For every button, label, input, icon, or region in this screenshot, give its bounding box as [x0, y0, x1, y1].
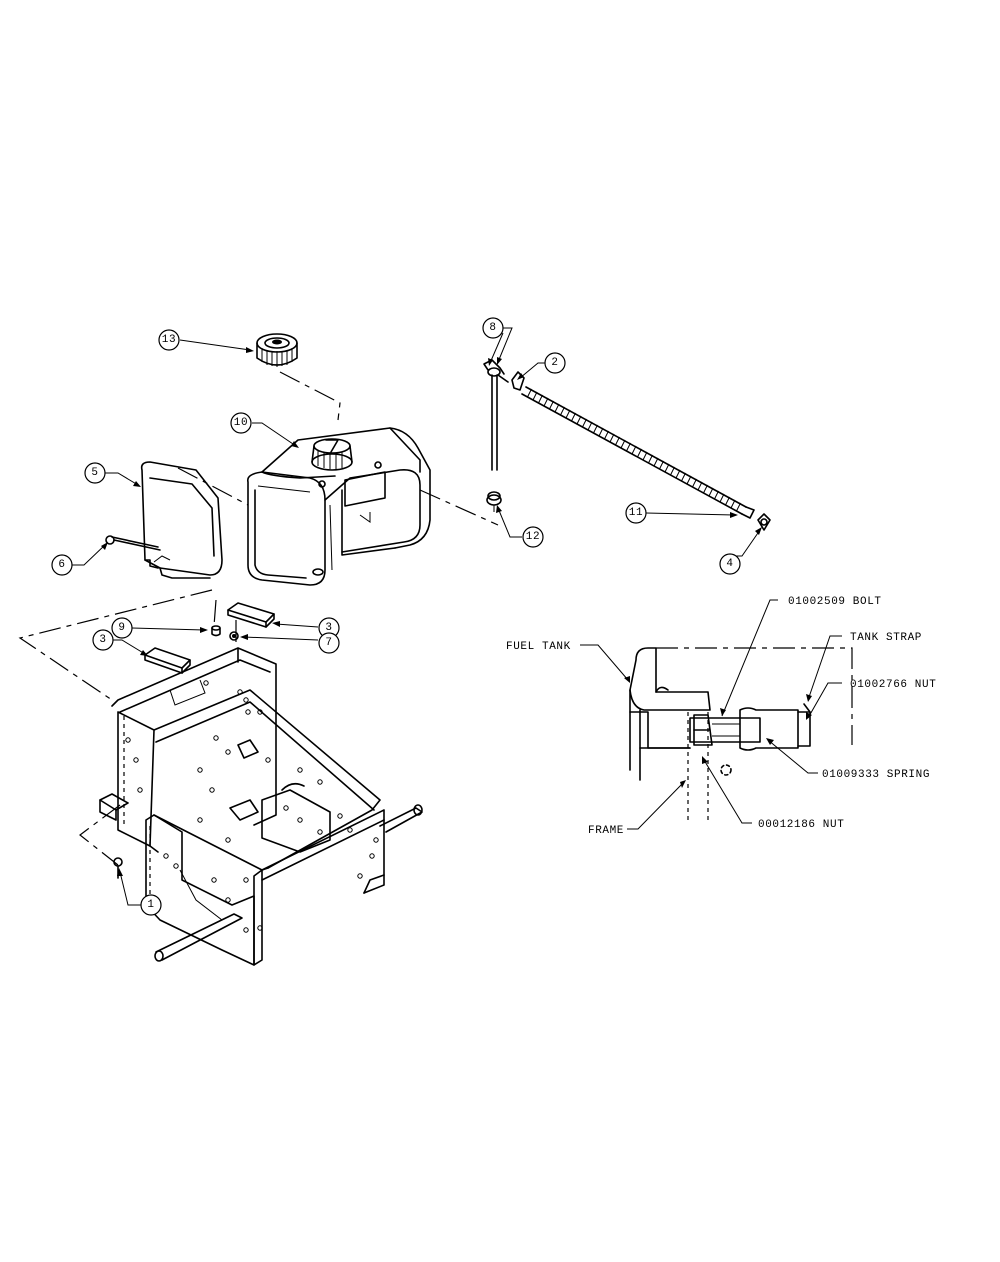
spring-label: 01009333 SPRING	[822, 769, 930, 781]
fuel-cap	[256, 333, 298, 367]
callout-leaders	[72, 327, 762, 906]
callout-8: 8	[482, 317, 504, 339]
svg-text:7: 7	[325, 637, 332, 649]
frame-hole	[197, 817, 203, 823]
frame-hole	[297, 817, 303, 823]
bolt-label: 01002509 BOLT	[788, 596, 882, 608]
frame-hole	[357, 873, 363, 879]
svg-text:12: 12	[526, 531, 540, 543]
svg-text:8: 8	[489, 322, 496, 334]
nut-small	[229, 631, 239, 641]
vent-elbow	[511, 371, 525, 391]
nut-top-label: 01002766 NUT	[850, 679, 936, 691]
frame-hole	[373, 837, 379, 843]
svg-text:4: 4	[726, 558, 733, 570]
svg-text:1: 1	[147, 899, 154, 911]
pad-top	[227, 602, 275, 628]
strap-bolt	[105, 535, 161, 551]
frame-hole	[369, 853, 375, 859]
frame-hole	[163, 853, 169, 859]
svg-text:13: 13	[162, 334, 176, 346]
vent-tube	[483, 359, 509, 471]
tank-strap-label: TANK STRAP	[850, 632, 922, 644]
svg-text:11: 11	[629, 507, 643, 519]
frame-hole	[243, 927, 249, 933]
frame-hole	[243, 697, 249, 703]
spacer	[211, 625, 221, 637]
frame-hole	[237, 689, 243, 695]
frame-hole	[283, 805, 289, 811]
callout-4: 4	[719, 553, 741, 575]
fuel-hose	[521, 386, 755, 519]
frame-hole	[203, 680, 209, 686]
callout-3-left: 3	[92, 629, 114, 651]
callout-1: 1	[140, 894, 162, 916]
frame-hole	[209, 787, 215, 793]
frame-hole	[197, 767, 203, 773]
fuel-tank	[246, 427, 431, 586]
nut-bottom-label: 00012186 NUT	[758, 819, 844, 831]
cap-center-line	[279, 371, 341, 421]
callout-5: 5	[84, 462, 106, 484]
frame-hole	[137, 787, 143, 793]
callout-10: 10	[230, 412, 252, 434]
frame-hole	[265, 757, 271, 763]
callout-11: 11	[625, 502, 647, 524]
frame-hole	[173, 863, 179, 869]
callout-13: 13	[158, 329, 180, 351]
callout-9: 9	[111, 617, 133, 639]
frame-hole	[317, 829, 323, 835]
frame-label: FRAME	[588, 825, 624, 837]
grommet	[486, 491, 502, 512]
assembly-line-mid	[213, 599, 237, 645]
frame-hole	[225, 897, 231, 903]
frame-hole	[125, 737, 131, 743]
frame-hole	[211, 877, 217, 883]
assembly-line-pad	[177, 467, 249, 506]
frame-hole	[243, 877, 249, 883]
svg-text:2: 2	[551, 357, 558, 369]
frame-hole	[257, 709, 263, 715]
assembly-line-left	[18, 589, 213, 701]
frame-hole	[317, 779, 323, 785]
callout-6: 6	[51, 554, 73, 576]
svg-text:3: 3	[99, 634, 106, 646]
detail-leaders	[580, 599, 842, 830]
svg-text:6: 6	[58, 559, 65, 571]
frame-hole	[257, 925, 263, 931]
assembly-line-bottom	[79, 804, 121, 866]
chassis-frame	[99, 647, 423, 966]
callout-2: 2	[544, 352, 566, 374]
frame-hole	[297, 767, 303, 773]
detail-view	[629, 647, 853, 820]
svg-text:5: 5	[91, 467, 98, 479]
svg-text:10: 10	[234, 417, 248, 429]
svg-text:3: 3	[325, 622, 332, 634]
frame-hole	[133, 757, 139, 763]
frame-hole	[337, 813, 343, 819]
frame-hole	[245, 709, 251, 715]
tank-pad	[140, 461, 223, 579]
svg-text:9: 9	[118, 622, 125, 634]
callout-7: 7	[318, 632, 340, 654]
frame-hole	[347, 827, 353, 833]
frame-hole	[213, 735, 219, 741]
assembly-line-tank-right	[419, 489, 499, 526]
fuel-tank-label: FUEL TANK	[506, 641, 571, 653]
frame-hole	[225, 837, 231, 843]
hose-clamp	[757, 513, 771, 531]
frame-hole	[225, 749, 231, 755]
callout-12: 12	[522, 526, 544, 548]
pad-bottom	[144, 647, 191, 674]
